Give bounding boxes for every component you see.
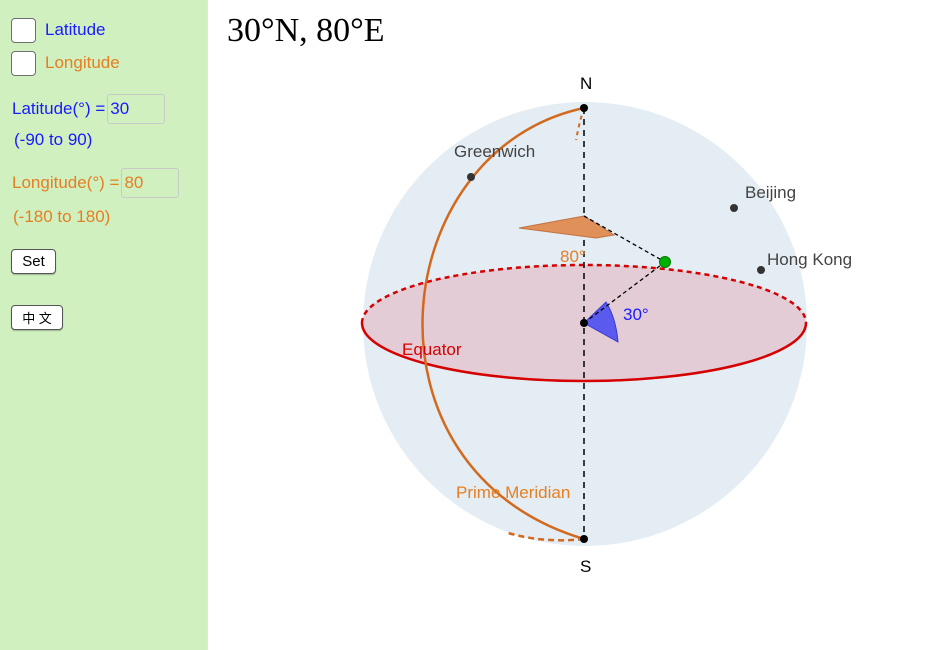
set-button[interactable]: Set (11, 249, 56, 274)
longitude-angle-wedge (518, 215, 616, 239)
radius-line (583, 261, 666, 324)
south-label: S (580, 557, 591, 576)
selected-location-point[interactable] (659, 256, 671, 268)
panel-divider[interactable] (207, 0, 212, 650)
language-toggle-button[interactable]: 中 文 (11, 305, 63, 330)
north-pole-point[interactable] (580, 104, 588, 112)
earth-center-point[interactable] (580, 319, 588, 327)
coordinates-title: 30°N, 80°E (227, 12, 385, 49)
latitude-angle-label: 30° (623, 305, 649, 324)
longitude-range-hint: (-180 to 180) (13, 207, 111, 226)
equator-label: Equator (402, 340, 462, 359)
longitude-field-row: Longitude(°) = (12, 168, 180, 198)
north-label: N (580, 74, 592, 93)
beijing-point[interactable] (730, 204, 738, 212)
equator-front-arc (360, 322, 808, 383)
prime-meridian-label: Prime Meridian (456, 483, 570, 502)
longitude-checkbox[interactable] (11, 50, 36, 76)
prime-meridian-arc (421, 106, 585, 541)
latitude-angle-wedge (583, 301, 619, 343)
equator-back-arc (360, 263, 808, 324)
latitude-checkbox-label: Latitude (45, 20, 106, 39)
greenwich-label: Greenwich (454, 142, 535, 161)
hong-kong-label: Hong Kong (767, 250, 852, 269)
latitude-checkbox[interactable] (11, 17, 36, 43)
longitude-input[interactable] (121, 168, 180, 198)
longitude-field-label: Longitude(°) = (12, 173, 120, 192)
longitude-angle-label: 80° (560, 247, 586, 266)
longitude-checkbox-label: Longitude (45, 53, 120, 72)
greenwich-point[interactable] (467, 173, 475, 181)
prime-meridian-dashed-segment (504, 530, 585, 542)
latitude-field-row: Latitude(°) = (12, 94, 166, 124)
longitude-guide-line (583, 215, 666, 263)
latitude-range-hint: (-90 to 90) (14, 130, 93, 149)
longitude-toggle-row[interactable]: Longitude (11, 49, 120, 77)
latitude-input[interactable] (107, 94, 166, 124)
hong-kong-point[interactable] (757, 266, 765, 274)
latitude-toggle-row[interactable]: Latitude (11, 16, 106, 44)
beijing-label: Beijing (745, 183, 796, 202)
control-panel: Latitude Longitude Latitude(°) = (-90 to… (0, 0, 207, 650)
south-pole-point[interactable] (580, 535, 588, 543)
latitude-field-label: Latitude(°) = (12, 99, 106, 118)
